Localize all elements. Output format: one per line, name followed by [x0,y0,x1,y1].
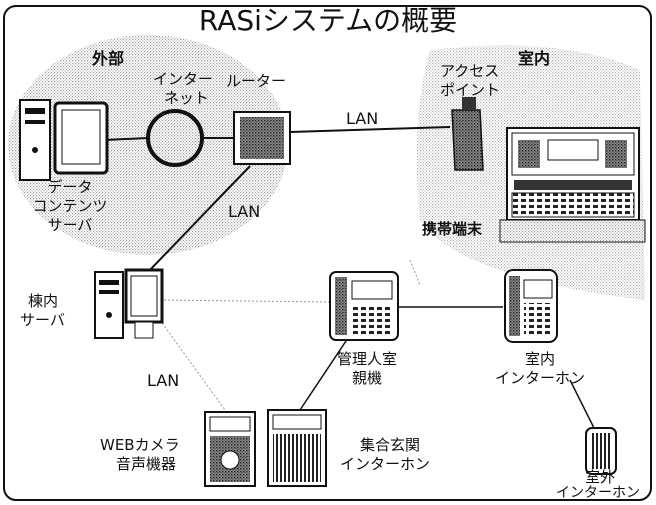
line-building-server-manager [160,300,330,302]
data-server-label-line3: サーバ [30,216,110,234]
manager-label-line1: 管理人室 [322,350,412,368]
lan-top-label: LAN [346,110,378,128]
indoor-area-label: 室内 [518,50,550,68]
data-server-label-line1: データ [30,178,110,196]
mobile-terminal-label: 携帯端末 [422,220,482,238]
internet-icon [148,111,202,165]
indoor-intercom-label-line1: 室内 [490,350,590,368]
router-icon [234,112,290,164]
building-server-label-line1: 棟内 [28,292,58,310]
data-server-label-line2: コンテンツ [20,197,120,215]
building-server-label-line2: サーバ [20,311,65,329]
internet-label-line2: ネット [164,89,209,107]
entrance-intercom-label-line2: インターホン [340,455,430,473]
manager-master-unit-icon [330,272,398,340]
manager-label-line2: 親機 [322,369,412,387]
external-label: 外部 [92,50,124,68]
mobile-terminal-icon [500,128,645,242]
diagram-title: RASiシステムの概要 [0,4,656,38]
access-point-label-line1: アクセス [440,62,499,80]
entrance-intercom-icon [268,410,326,486]
outdoor-intercom-label-line1: 室外 [550,468,650,486]
data-content-server-icon [20,100,107,180]
indoor-intercom-label-line2: インターホン [482,369,598,387]
access-point-label-line2: ポイント [440,81,500,99]
lan-mid-label: LAN [228,203,260,221]
line-ap-indoor-dotted [410,260,420,285]
lan-bottom-label: LAN [147,372,179,390]
indoor-intercom-icon [505,270,557,342]
web-camera-label-line1: WEBカメラ [100,436,180,454]
entrance-intercom-label-line1: 集合玄関 [360,436,420,454]
outdoor-intercom-label-line2: インターホン [542,485,654,501]
router-label: ルーター [226,72,286,90]
building-server-icon [95,270,162,338]
web-camera-audio-icon [205,412,255,486]
internet-label-line1: インター [153,70,213,88]
web-camera-label-line2: 音声機器 [116,455,176,473]
line-building-server-webcam [160,320,225,410]
